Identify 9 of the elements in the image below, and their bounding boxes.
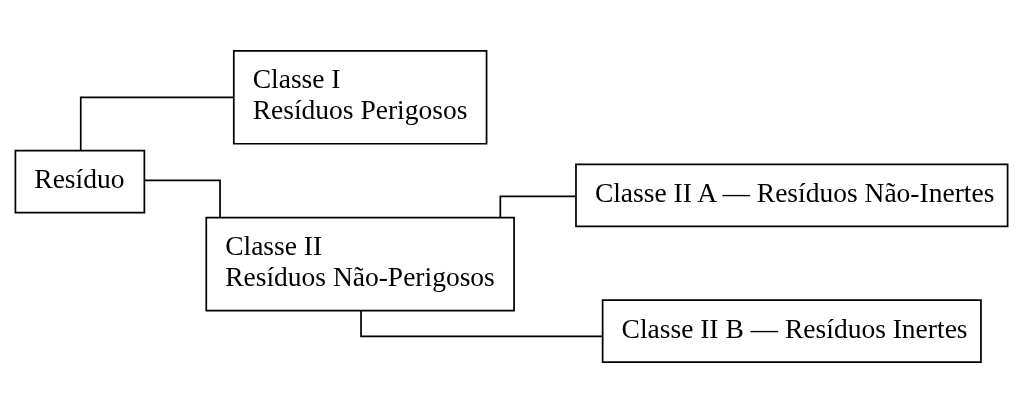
node-box: Resíduo xyxy=(14,149,146,213)
connector xyxy=(144,179,221,218)
node-box: Classe II B — Resíduos Inertes xyxy=(601,298,982,363)
connector xyxy=(499,195,577,218)
node-box: Classe I Resíduos Perigosos xyxy=(232,49,488,145)
connector xyxy=(79,95,235,151)
connector xyxy=(360,309,604,337)
node-box: Classe II Resíduos Não-Perigosos xyxy=(205,216,515,311)
node-box: Classe II A — Resíduos Não-Inertes xyxy=(575,163,1009,227)
